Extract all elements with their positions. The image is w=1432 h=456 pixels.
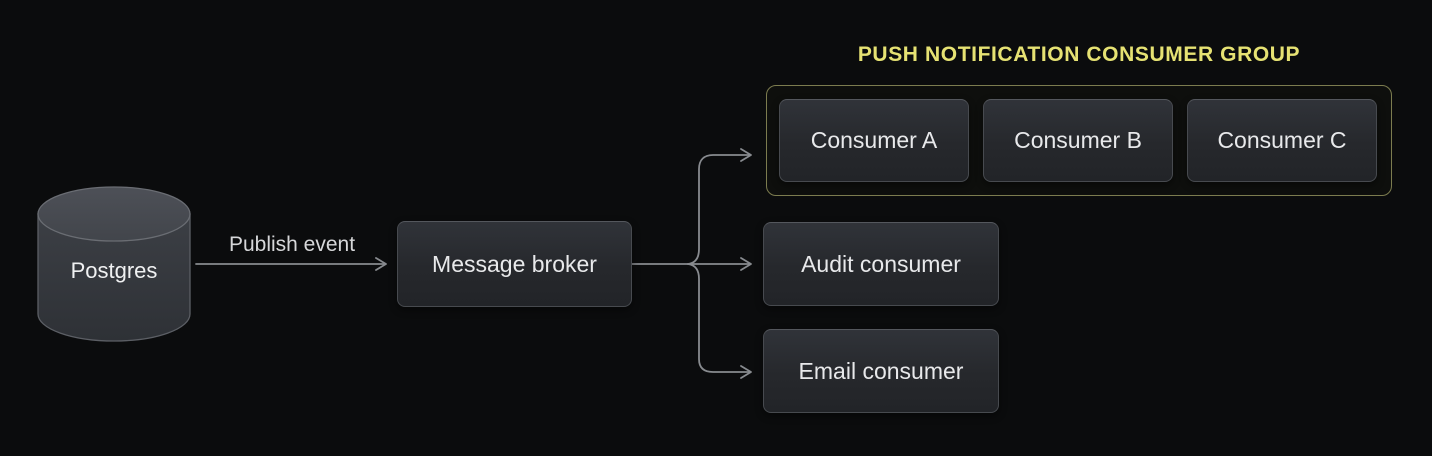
edge-fanout [631,148,752,379]
audit-consumer-node: Audit consumer [763,222,999,306]
consumer-c-node: Consumer C [1187,99,1377,182]
arrowhead-icon [740,148,752,162]
email-consumer-label: Email consumer [798,357,964,384]
consumer-group-title: PUSH NOTIFICATION CONSUMER GROUP [857,43,1301,66]
email-consumer-node: Email consumer [763,329,999,413]
message-broker-node: Message broker [397,221,632,307]
message-broker-label: Message broker [432,250,597,277]
edge-publish-event [195,257,387,271]
push-notification-consumer-group: Consumer A Consumer B Consumer C [766,85,1392,196]
consumer-c-label: Consumer C [1217,127,1347,153]
audit-consumer-label: Audit consumer [801,250,961,277]
consumer-a-label: Consumer A [810,127,938,153]
arrowhead-icon [740,365,752,379]
arrowhead-icon [740,257,752,271]
postgres-label: Postgres [70,258,158,283]
postgres-cylinder [37,186,191,342]
consumer-a-node: Consumer A [779,99,969,182]
consumer-b-label: Consumer B [1014,127,1142,153]
consumer-b-node: Consumer B [983,99,1173,182]
arrowhead-icon [375,257,387,271]
publish-event-label: Publish event [228,233,356,256]
